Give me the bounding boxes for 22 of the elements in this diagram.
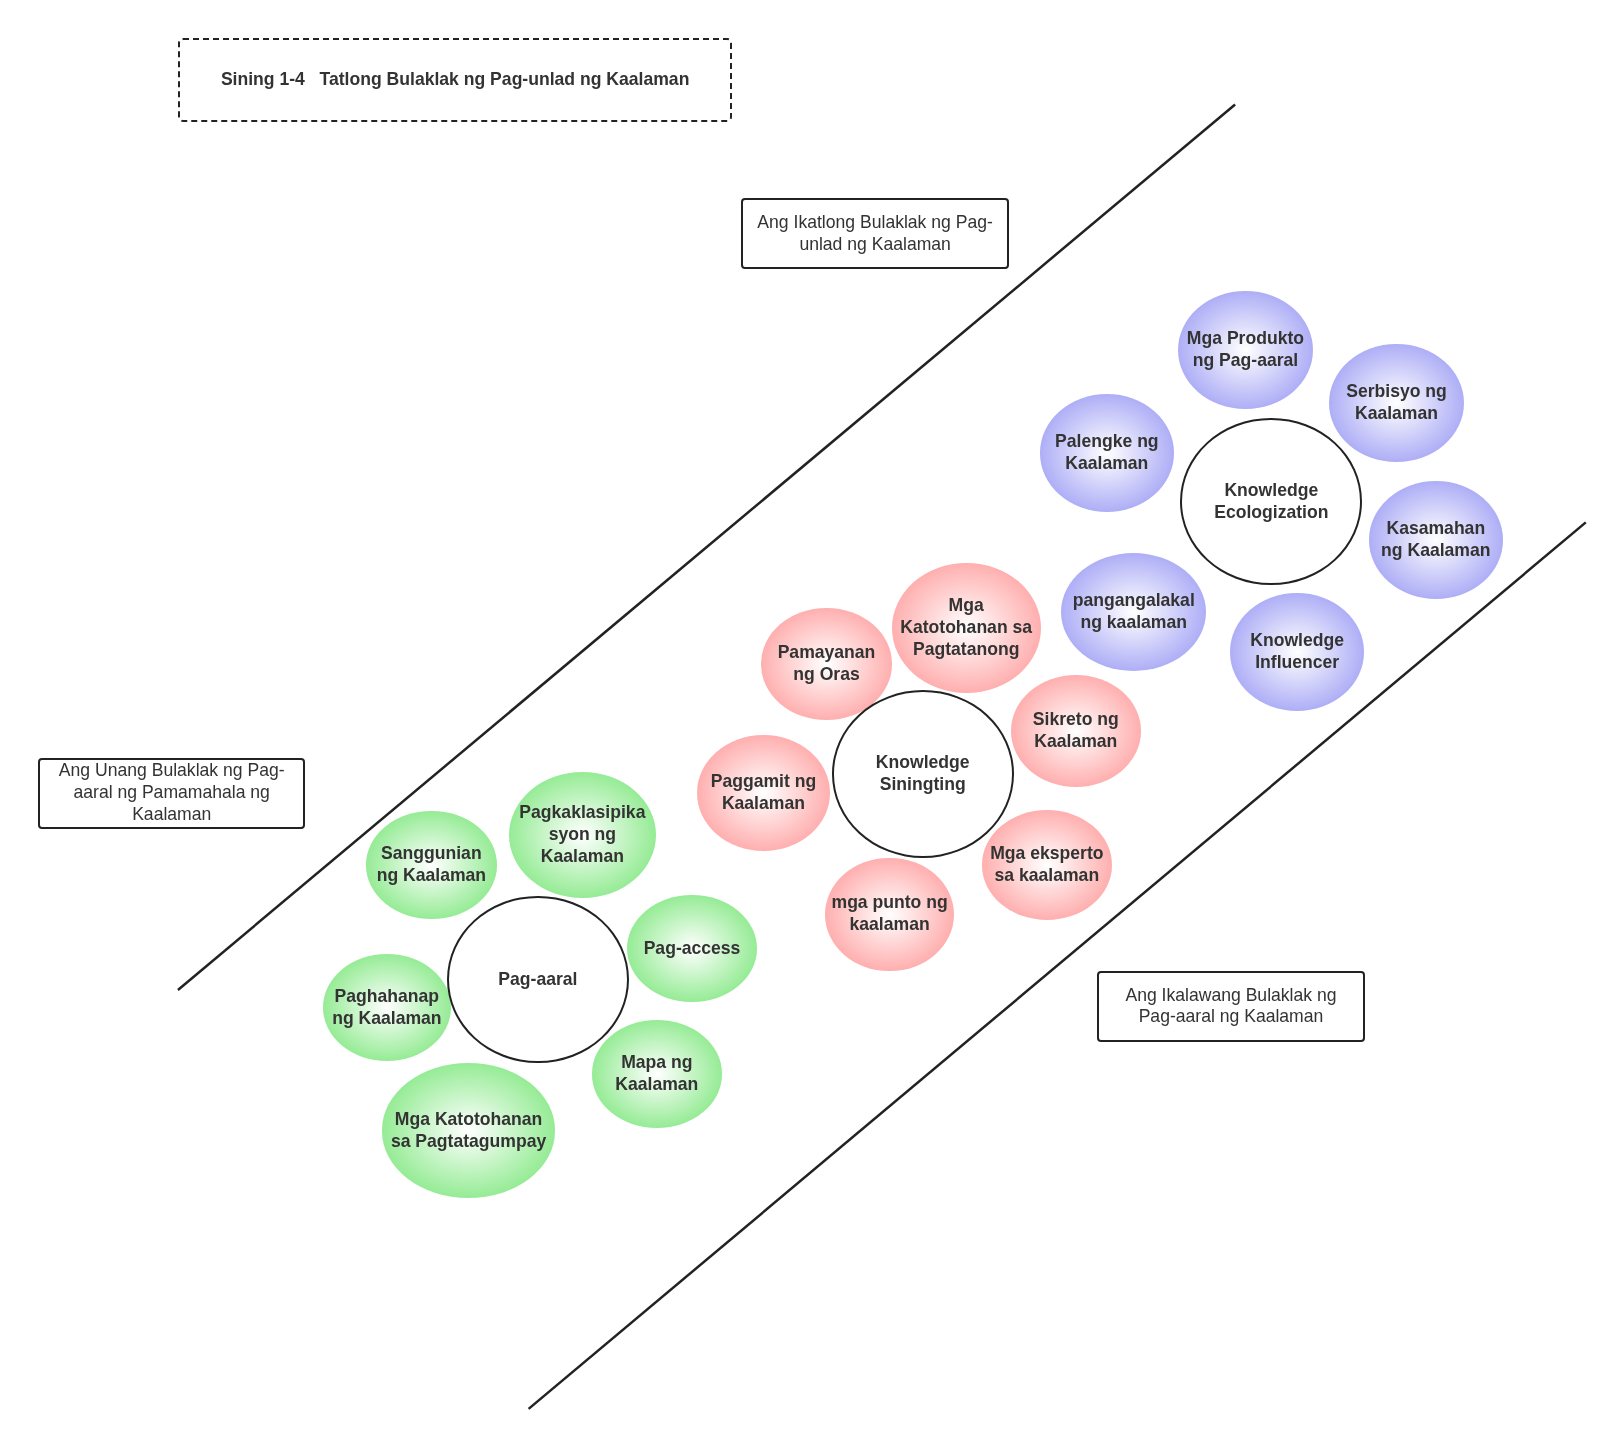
label-box: Ang Ikalawang Bulaklak ng Pag-aaral ng Kaalaman — [1096, 971, 1366, 1042]
petal-circle: Pagkaklasipikasyon ng Kaalaman — [508, 771, 656, 898]
petal-circle: Serbisyo ng Kaalaman — [1329, 344, 1464, 463]
title-box: Sining 1-4 Tatlong Bulaklak ng Pag-unlad ng Kaalaman — [177, 37, 733, 122]
petal-circle: Knowledge Influencer — [1229, 592, 1365, 711]
petal-circle: Mapa ng Kaalaman — [591, 1019, 722, 1128]
petal-circle: pangangalakal ng kaalaman — [1061, 553, 1207, 672]
petal-circle: Mga eksperto sa kaalaman — [981, 809, 1112, 920]
petal-circle: Mga Produkto ng Pag-aaral — [1178, 290, 1313, 409]
petal-circle: mga punto ng kaalaman — [825, 857, 954, 972]
petal-circle: Paggamit ng Kaalaman — [697, 735, 830, 852]
label-box: Ang Ikatlong Bulaklak ng Pag-unlad ng Kaalaman — [741, 198, 1010, 270]
petal-circle: Paghahanap ng Kaalaman — [322, 953, 451, 1062]
petal-circle: Sanggunian ng Kaalaman — [366, 811, 497, 919]
petal-circle: Sikreto ng Kaalaman — [1010, 675, 1141, 788]
petal-circle: Pag-access — [626, 894, 758, 1003]
petal-circle: Mga Katotohanan sa Pagtatagumpay — [381, 1063, 556, 1198]
petal-circle: Palengke ng Kaalaman — [1039, 394, 1175, 513]
label-box: Ang Unang Bulaklak ng Pag-aaral ng Pamamahala ng Kaalaman — [38, 758, 306, 829]
petal-circle: Kasamahan ng Kaalaman — [1368, 481, 1504, 599]
petal-circle: Pamayanan ng Oras — [761, 608, 892, 720]
petal-circle: Mga Katotohanan sa Pagtatanong — [891, 562, 1041, 694]
